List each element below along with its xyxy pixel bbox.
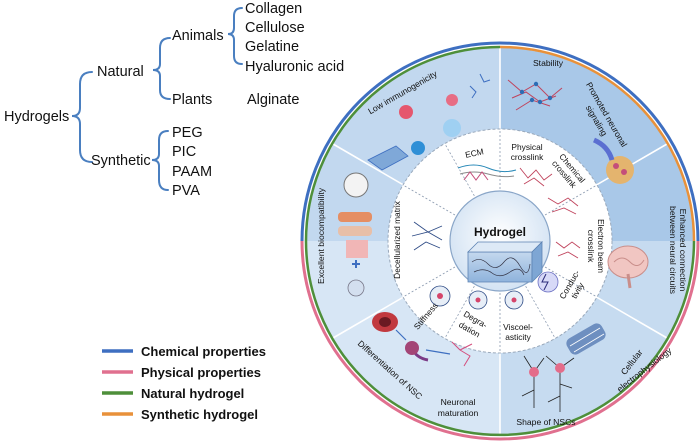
label-stability: Stability bbox=[533, 58, 564, 68]
physical-crosslink-icon bbox=[519, 167, 553, 187]
low-immunogenicity-icon bbox=[367, 73, 491, 171]
label-enhanced-2: between neural circuits bbox=[668, 206, 678, 294]
brain-icon bbox=[607, 245, 649, 289]
label-viscoelasticity-1: Viscoel- bbox=[503, 322, 533, 332]
natural-brace bbox=[152, 37, 171, 100]
label-physical-2: crosslink bbox=[511, 152, 544, 162]
label-excellent-biocompatibility: Excellent biocompatibility bbox=[316, 187, 326, 284]
root-brace bbox=[71, 71, 93, 163]
electrophysiology-icon bbox=[566, 323, 606, 355]
legend-label-synthetic: Synthetic hydrogel bbox=[141, 407, 258, 422]
synthetic-item: PAAM bbox=[172, 164, 212, 180]
label-viscoelasticity-2: asticity bbox=[505, 332, 531, 342]
label-neuronal-maturation-1: Neuronal bbox=[441, 397, 476, 407]
hydrogel-cube-icon bbox=[467, 241, 543, 283]
animal-item: Gelatine bbox=[245, 39, 299, 55]
ring-natural-lower bbox=[304, 240, 696, 437]
label-shape-nscs: Shape of NSCs bbox=[516, 417, 575, 427]
differentiation-icon bbox=[372, 312, 473, 367]
stiffness-icon bbox=[429, 285, 451, 307]
property-wheel: Hydrogel bbox=[300, 41, 700, 441]
inner-dividers bbox=[402, 129, 598, 353]
biocompatibility-icon bbox=[338, 172, 372, 297]
viscoelasticity-icon bbox=[504, 290, 524, 310]
center-label: Hydrogel bbox=[474, 225, 526, 239]
legend: Chemical properties Physical properties … bbox=[102, 344, 266, 422]
tree-braces bbox=[71, 7, 243, 191]
ecm-icon bbox=[457, 164, 517, 181]
neuronal-signaling-icon bbox=[592, 137, 634, 184]
label-physical-1: Physical bbox=[511, 142, 542, 152]
classification-tree: Hydrogels Natural Synthetic Animals Plan… bbox=[4, 1, 344, 199]
label-neuronal-maturation-2: maturation bbox=[438, 408, 479, 418]
label-ecm: ECM bbox=[464, 146, 484, 160]
degradation-icon bbox=[468, 290, 488, 310]
synthetic-item: PEG bbox=[172, 125, 203, 141]
chemical-crosslink-icon bbox=[547, 197, 579, 215]
legend-label-physical: Physical properties bbox=[141, 365, 261, 380]
animal-item: Collagen bbox=[245, 1, 302, 17]
ebeam-crosslink-icon bbox=[555, 241, 581, 259]
animals-brace bbox=[227, 7, 243, 65]
conductivity-icon bbox=[537, 271, 559, 293]
legend-label-chemical: Chemical properties bbox=[141, 344, 266, 359]
synthetic-item: PVA bbox=[172, 183, 200, 199]
synthetic-brace bbox=[151, 130, 169, 191]
label-enhanced-1: Enhanced connection bbox=[678, 209, 688, 292]
nsc-shape-icon bbox=[521, 355, 575, 412]
natural-label: Natural bbox=[97, 64, 144, 80]
ring-physical bbox=[300, 240, 700, 441]
stability-network-icon bbox=[507, 79, 563, 111]
decellularized-matrix-icon bbox=[411, 221, 443, 251]
animal-item: Hyaluronic acid bbox=[245, 59, 344, 75]
animal-item: Cellulose bbox=[245, 20, 305, 36]
ring-synthetic bbox=[499, 45, 696, 242]
synthetic-label: Synthetic bbox=[91, 153, 151, 169]
plants-label: Plants bbox=[172, 92, 212, 108]
label-decellularized-matrix: Decellularized matrix bbox=[392, 200, 402, 279]
synthetic-item: PIC bbox=[172, 144, 196, 160]
hydrogels-label: Hydrogels bbox=[4, 109, 69, 125]
ring-chemical bbox=[300, 41, 700, 242]
legend-label-natural: Natural hydrogel bbox=[141, 386, 244, 401]
animals-label: Animals bbox=[172, 28, 224, 44]
label-ebeam-1: Electron beam bbox=[596, 219, 606, 273]
ring-natural bbox=[304, 45, 501, 242]
label-ebeam-2: crosslink bbox=[586, 230, 596, 263]
plant-item: Alginate bbox=[247, 92, 299, 108]
